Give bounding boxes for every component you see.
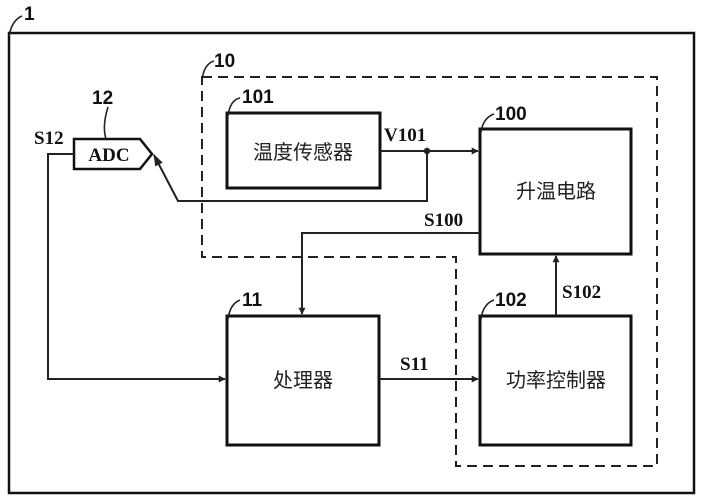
heater-ref-leader — [480, 113, 495, 133]
processor-label: 处理器 — [273, 368, 333, 392]
module-dashed-boundary — [201, 76, 658, 467]
heating-circuit-block — [478, 127, 633, 256]
s100-wire — [298, 232, 480, 315]
adc-block — [72, 137, 154, 171]
power-controller-block — [478, 314, 633, 447]
s12-label: S12 — [34, 128, 64, 149]
processor-ref-label: 11 — [242, 290, 263, 311]
adc-ref-label: 12 — [92, 88, 113, 109]
heating-circuit-label: 升温电路 — [516, 179, 596, 203]
sensor-ref-label: 101 — [242, 87, 274, 108]
processor-ref-leader — [227, 299, 241, 320]
module-ref-label: 10 — [214, 51, 235, 72]
power-controller-label: 功率控制器 — [506, 368, 606, 392]
temperature-sensor-block — [225, 111, 382, 190]
adc-label: ADC — [88, 145, 129, 166]
heater-ref-label: 100 — [495, 104, 527, 125]
processor-block — [225, 314, 381, 447]
device-ref-label: 1 — [24, 4, 35, 25]
s11-label: S11 — [400, 354, 429, 375]
s12-wire — [47, 153, 226, 383]
s100-label: S100 — [424, 210, 463, 231]
sensor-ref-leader — [227, 97, 241, 117]
adc-ref-leader — [103, 106, 109, 140]
s102-label: S102 — [562, 282, 601, 303]
adc-input-wire — [153, 151, 428, 202]
device-frame — [7, 31, 696, 495]
controller-ref-label: 102 — [495, 290, 527, 311]
temperature-sensor-label: 温度传感器 — [253, 140, 353, 164]
v101-label: V101 — [384, 125, 426, 146]
device-ref-leader — [8, 15, 23, 37]
module-ref-leader — [201, 60, 215, 81]
controller-ref-leader — [480, 299, 495, 320]
